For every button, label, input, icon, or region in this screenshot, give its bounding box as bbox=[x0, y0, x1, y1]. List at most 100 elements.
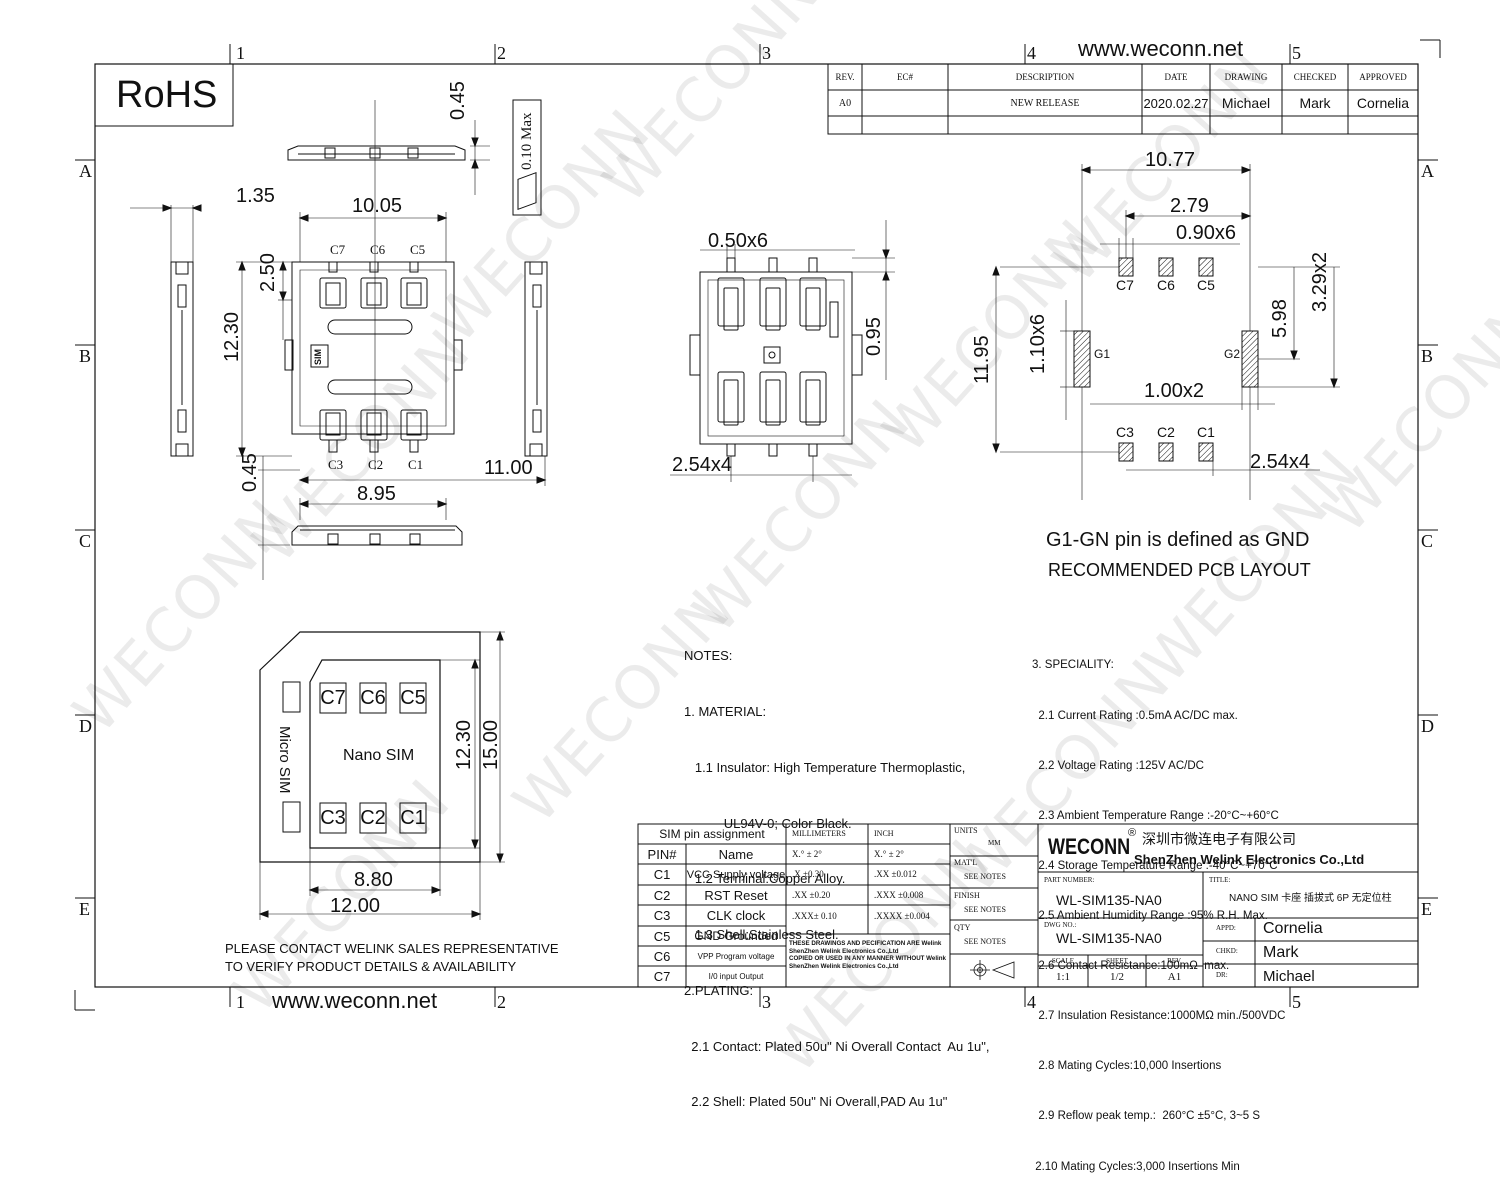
grid-col-3-b: 3 bbox=[762, 992, 771, 1012]
dim-5-98: 5.98 bbox=[1269, 299, 1291, 338]
grid-col-2-b: 2 bbox=[497, 992, 506, 1012]
rev-value: A1 bbox=[1167, 970, 1182, 983]
pcb-pin-c2: C2 bbox=[1157, 424, 1175, 440]
side-profile-top bbox=[287, 99, 542, 470]
url-bottom[interactable]: www.weconn.net bbox=[272, 988, 438, 1013]
tol-mm: X.° ± 2° bbox=[792, 849, 822, 859]
pcb-pin-c1: C1 bbox=[1197, 424, 1215, 440]
contact-note-1: PLEASE CONTACT WELINK SALES REPRESENTATI… bbox=[225, 941, 559, 956]
dim-11-00: 11.00 bbox=[484, 457, 533, 479]
note-line: 1.1 Insulator: High Temperature Thermopl… bbox=[684, 759, 966, 775]
grid-row-e-r: E bbox=[1421, 899, 1432, 919]
dim-2-79: 2.79 bbox=[1170, 195, 1209, 217]
pin-row-pin: C3 bbox=[653, 908, 671, 923]
spec-line: 2.10 Mating Cycles:3,000 Insertions Min bbox=[1032, 1160, 1240, 1173]
rev-header-checked: CHECKED bbox=[1293, 72, 1337, 82]
dim-11-95: 11.95 bbox=[971, 335, 993, 384]
dim-1-00x2: 1.00x2 bbox=[1144, 380, 1205, 402]
side-view-right bbox=[524, 261, 548, 457]
rev-value-drawing: Michael bbox=[1221, 95, 1271, 111]
dim-0-95: 0.95 bbox=[863, 317, 885, 356]
pin-row-pin: C6 bbox=[653, 948, 671, 964]
title-label: TITLE: bbox=[1209, 876, 1231, 884]
note-line: UL94V-0; Color Black. bbox=[684, 815, 852, 831]
nano-sim-drawing bbox=[258, 630, 505, 920]
matl-value: SEE NOTES bbox=[964, 872, 1006, 881]
rev-header-drawing: DRAWING bbox=[1224, 72, 1268, 82]
pin-row-name: RST Reset bbox=[704, 887, 768, 903]
pin-row-pin: C1 bbox=[653, 867, 671, 882]
pcb-pin-c7: C7 bbox=[1116, 277, 1134, 293]
drawing-title: NANO SIM 卡座 插拔式 6P 无定位柱 bbox=[1229, 893, 1392, 904]
rev-value-date: 2020.02.27 bbox=[1143, 95, 1209, 111]
grid-row-b-r: B bbox=[1421, 346, 1434, 366]
scale-label: SCALE bbox=[1051, 956, 1075, 965]
url-top[interactable]: www.weconn.net bbox=[1078, 36, 1244, 61]
nano-pin-c1: C1 bbox=[400, 806, 426, 829]
nano-pin-c2: C2 bbox=[360, 806, 386, 829]
units-label: UNITS bbox=[954, 826, 978, 835]
spec-line: 2.7 Insulation Resistance:1000MΩ min./50… bbox=[1032, 1010, 1286, 1023]
grid-row-e: E bbox=[79, 899, 90, 919]
dim-8-95: 8.95 bbox=[357, 483, 396, 505]
chkd-label: CHKD: bbox=[1216, 947, 1238, 955]
company-cn: 深圳市微连电子有限公司 bbox=[1142, 831, 1296, 847]
rev-header-description: DESCRIPTION bbox=[1015, 72, 1075, 82]
side-view-left bbox=[130, 204, 202, 457]
grid-col-4: 4 bbox=[1027, 43, 1036, 63]
bottom-view bbox=[670, 220, 895, 482]
pin-label-c2: C2 bbox=[368, 457, 384, 472]
pin-row-pin: C5 bbox=[653, 928, 671, 944]
side-profile-bottom bbox=[258, 525, 463, 546]
rev-header-rev: REV. bbox=[835, 72, 855, 82]
dim-2-50: 2.50 bbox=[257, 253, 279, 292]
grid-col-4-b: 4 bbox=[1027, 992, 1036, 1012]
rev-value-checked: Mark bbox=[1299, 95, 1331, 111]
qty-label: QTY bbox=[954, 923, 971, 932]
dim-12-30: 12.30 bbox=[221, 311, 243, 362]
finish-label: FINISH bbox=[954, 891, 980, 900]
pin-label-c3: C3 bbox=[328, 457, 344, 472]
grid-row-c: C bbox=[79, 531, 92, 551]
grid-row-a-r: A bbox=[1421, 161, 1434, 181]
note-line: 1.2 Terminal:Copper Alloy. bbox=[684, 871, 846, 887]
dim-tolerance: 0.10 Max bbox=[519, 112, 535, 171]
tol-disclaimer: THESE DRAWINGS AND PECIFICATION ARE Weli… bbox=[789, 940, 946, 970]
dim-1-10x6: 1.10x6 bbox=[1027, 313, 1049, 374]
rev-header-date: DATE bbox=[1164, 72, 1188, 82]
tol-header-inch: INCH bbox=[874, 829, 894, 838]
pin-label-c5: C5 bbox=[410, 242, 426, 257]
appd-label: APPD: bbox=[1216, 924, 1236, 932]
note-line: 1.3 Shell:Stainless Steel. bbox=[684, 927, 839, 943]
part-number: WL-SIM135-NA0 bbox=[1056, 892, 1162, 908]
brand-logo: WECONN bbox=[1048, 834, 1131, 859]
nano-pin-c6: C6 bbox=[360, 686, 386, 709]
rohs-box bbox=[94, 63, 234, 127]
dim-10-77: 10.77 bbox=[1145, 149, 1196, 171]
spec-line: 3. SPECIALITY: bbox=[1032, 659, 1114, 672]
company-en: ShenZhen Welink Electronics Co.,Ltd bbox=[1134, 852, 1365, 867]
pcb-gnd-g1: G1 bbox=[1094, 347, 1111, 361]
drawing-sheet bbox=[74, 39, 1441, 1011]
qty-value: SEE NOTES bbox=[964, 937, 1006, 946]
spec-line: 2.5 Ambient Humidity Range :95% R.H. Max… bbox=[1032, 909, 1268, 922]
spec-line: 2.6 Contact Resistance:100mΩ max. bbox=[1032, 960, 1230, 973]
grid-row-c-r: C bbox=[1421, 531, 1434, 551]
pcb-pin-c3: C3 bbox=[1116, 424, 1134, 440]
sheet-value: 1/2 bbox=[1109, 970, 1125, 983]
grid-col-3: 3 bbox=[762, 43, 771, 63]
pin-row-name: VPP Program voltage bbox=[697, 951, 775, 961]
dim-0-45-top: 0.45 bbox=[447, 81, 469, 120]
rev-value-approved: Cornelia bbox=[1356, 95, 1410, 111]
tol-mm: .X ±0.30 bbox=[792, 869, 824, 879]
rev-value-description: NEW RELEASE bbox=[1010, 97, 1080, 109]
dwg-number: WL-SIM135-NA0 bbox=[1056, 930, 1162, 946]
spec-line: 2.9 Reflow peak temp.: 260°C ±5°C, 3~5 S bbox=[1032, 1110, 1261, 1123]
pcb-gnd-note: G1-GN pin is defined as GND bbox=[1046, 529, 1310, 551]
rev-label: REV. bbox=[1167, 956, 1182, 965]
pin-table-header-name: Name bbox=[718, 846, 754, 862]
tol-inch: .XX ±0.012 bbox=[874, 869, 917, 879]
tol-header-mm: MILLIMETERS bbox=[792, 829, 846, 838]
pcb-pin-c6: C6 bbox=[1157, 277, 1175, 293]
pin-row-name: CLK clock bbox=[706, 908, 766, 923]
